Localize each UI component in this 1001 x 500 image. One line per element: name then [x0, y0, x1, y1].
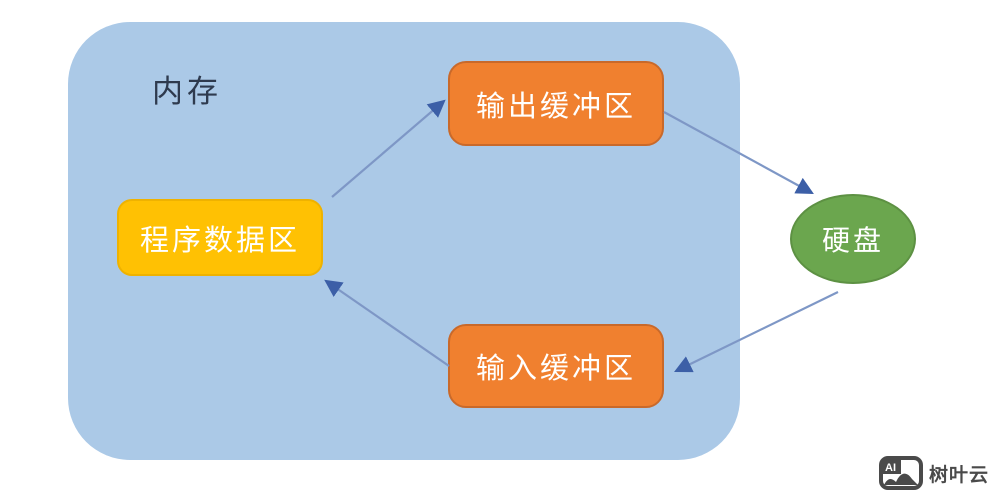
- node-program-data: 程序数据区: [117, 199, 323, 276]
- node-input-buffer: 输入缓冲区: [448, 324, 664, 408]
- picture-ai-icon: AI: [878, 456, 923, 490]
- node-hard-disk: 硬盘: [790, 194, 916, 284]
- output-buffer-label: 输出缓冲区: [475, 90, 636, 123]
- node-output-buffer: 输出缓冲区: [448, 61, 664, 146]
- watermark: AI 树叶云: [878, 456, 989, 490]
- hard-disk-label: 硬盘: [821, 225, 884, 256]
- watermark-ai-label: AI: [885, 462, 896, 474]
- memory-region-label: 内存: [152, 74, 222, 109]
- input-buffer-label: 输入缓冲区: [475, 353, 636, 385]
- watermark-text: 树叶云: [928, 464, 989, 486]
- program-data-label: 程序数据区: [139, 224, 300, 257]
